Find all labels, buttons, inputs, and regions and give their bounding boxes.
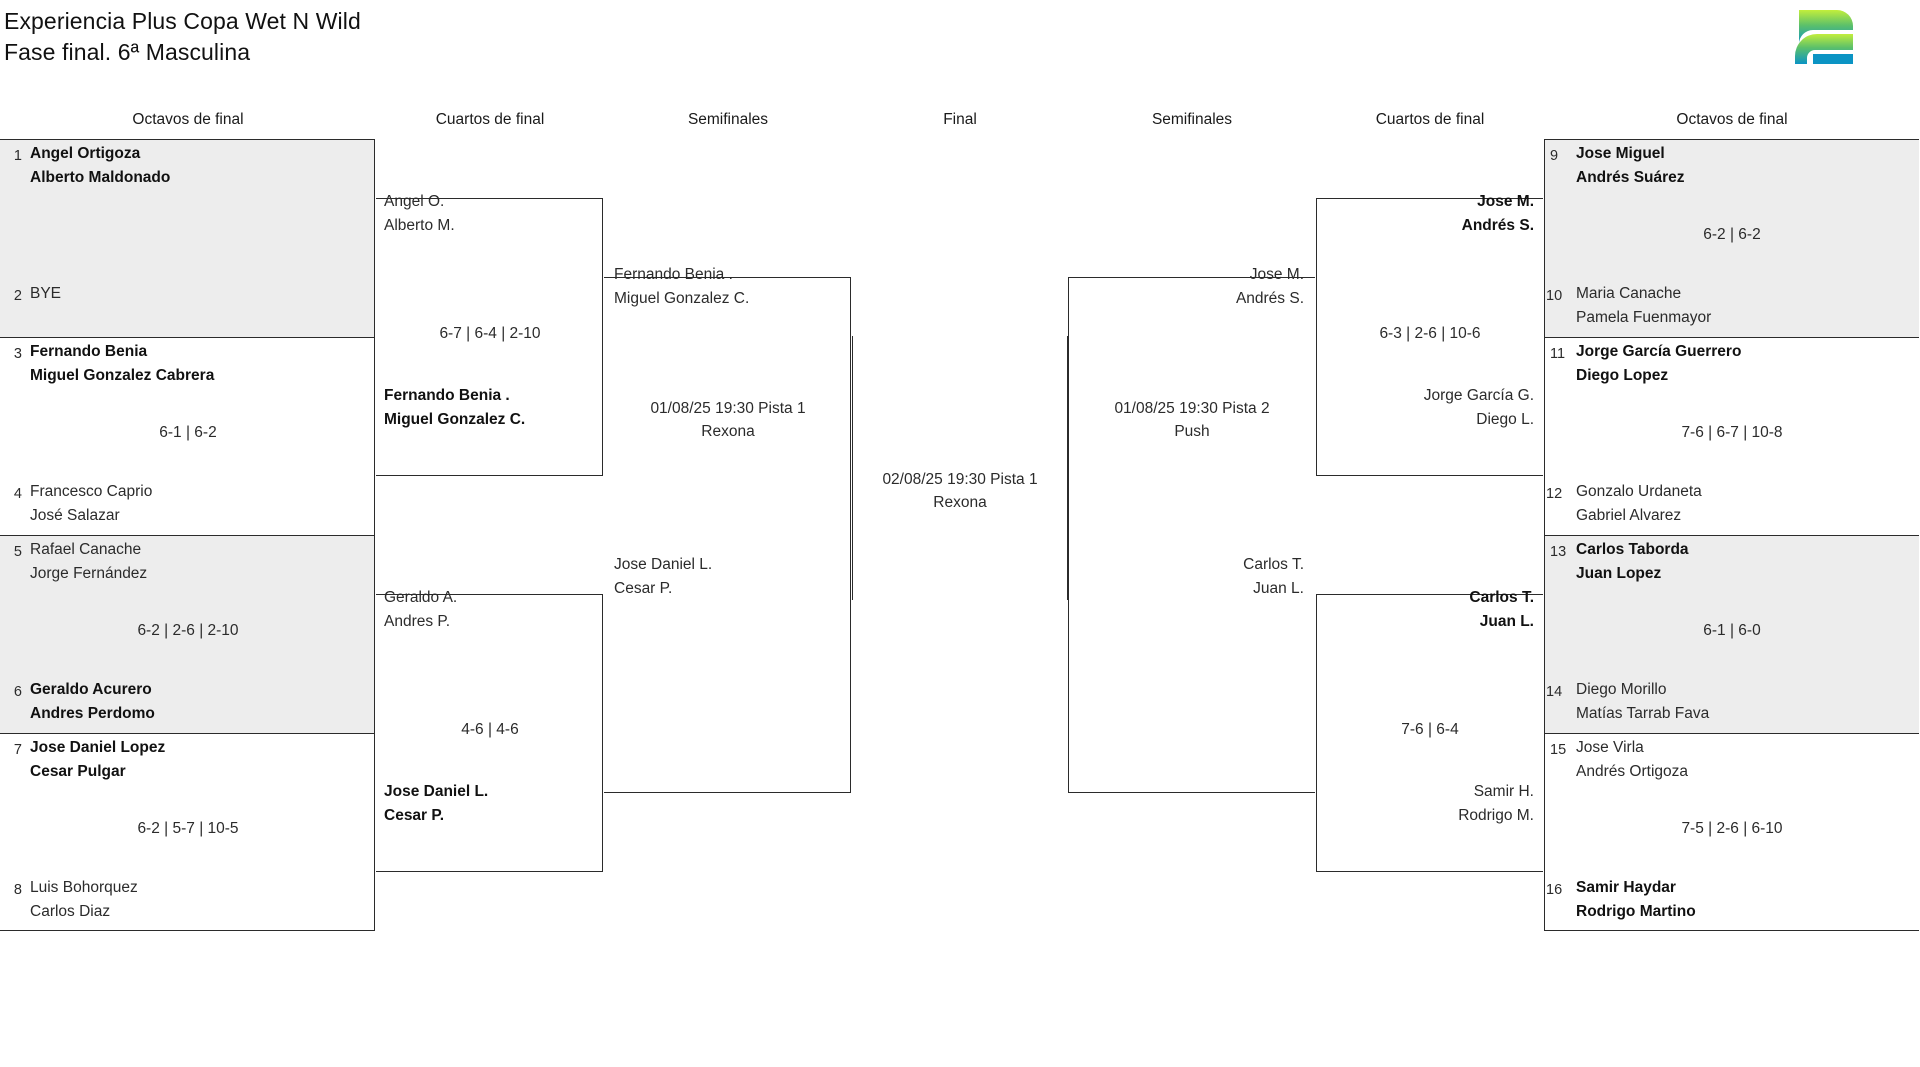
match-box xyxy=(1544,733,1919,931)
seed-number: 10 xyxy=(1546,288,1563,304)
round-label-final: Final xyxy=(943,111,977,128)
seed-number: 4 xyxy=(13,486,22,502)
player-pair: Jose M.Andrés S. xyxy=(1461,193,1534,234)
title-line-2: Fase final. 6ª Masculina xyxy=(4,39,251,65)
seed-number: 2 xyxy=(13,288,22,304)
round-label-cuartos-left: Cuartos de final xyxy=(435,111,545,128)
player-pair: Carlos T.Juan L. xyxy=(1469,589,1534,630)
player-pair: Jose M.Andrés S. xyxy=(1235,266,1304,307)
match-score: 6-1 | 6-0 xyxy=(1703,622,1761,639)
title-line-1: Experiencia Plus Copa Wet N Wild xyxy=(4,8,361,34)
match-box xyxy=(1068,277,1315,793)
match-score: 6-2 | 2-6 | 2-10 xyxy=(137,622,239,639)
match-box xyxy=(376,594,603,872)
seed-number: 15 xyxy=(1550,742,1567,758)
match-score: 6-1 | 6-2 xyxy=(159,424,217,441)
seed-number: 8 xyxy=(13,882,22,898)
player-pair: Samir H.Rodrigo M. xyxy=(1458,783,1534,824)
player-pair: Jose Daniel L.Cesar P. xyxy=(614,556,713,597)
match-score: 4-6 | 4-6 xyxy=(461,721,519,738)
player-pair: Fernando Benia .Miguel Gonzalez C. xyxy=(614,266,750,307)
match-box xyxy=(604,277,851,793)
seed-number: 16 xyxy=(1546,882,1563,898)
player-pair: Jose Daniel L.Cesar P. xyxy=(384,783,489,824)
round-label-semifinales-right: Semifinales xyxy=(1151,111,1233,128)
match-score: 6-7 | 6-4 | 2-10 xyxy=(439,325,541,342)
brand-logo-icon xyxy=(1793,8,1865,66)
match-box xyxy=(0,733,375,931)
match-box xyxy=(0,337,375,535)
player-pair: Fernando Benia .Miguel Gonzalez C. xyxy=(384,387,526,428)
seed-number: 3 xyxy=(13,346,22,362)
seed-number: 9 xyxy=(1550,148,1559,164)
player-pair: BYE xyxy=(30,285,62,302)
player-pair: Angel O.Alberto M. xyxy=(384,193,455,234)
seed-number: 7 xyxy=(13,742,22,758)
player-pair: Carlos T.Juan L. xyxy=(1243,556,1304,597)
match-box xyxy=(1544,535,1919,733)
seed-number: 14 xyxy=(1546,684,1563,700)
seed-number: 1 xyxy=(13,148,22,164)
round-label-cuartos-right: Cuartos de final xyxy=(1375,111,1485,128)
seed-number: 13 xyxy=(1550,544,1567,560)
round-label-octavos-left: Octavos de final xyxy=(132,111,244,128)
match-score: 7-6 | 6-4 xyxy=(1401,721,1459,738)
match-score: 6-2 | 6-2 xyxy=(1703,226,1761,243)
seed-number: 11 xyxy=(1550,346,1566,362)
match-score: 6-3 | 2-6 | 10-6 xyxy=(1379,325,1481,342)
round-label-semifinales-left: Semifinales xyxy=(687,111,769,128)
seed-number: 6 xyxy=(13,684,22,700)
final-connector-left xyxy=(852,336,853,600)
player-pair: Jorge García G.Diego L. xyxy=(1423,387,1534,428)
player-pair: Geraldo A.Andres P. xyxy=(384,589,458,630)
page-title: Experiencia Plus Copa Wet N Wild Fase fi… xyxy=(4,6,361,68)
match-box xyxy=(376,198,603,476)
final-connector-right xyxy=(1067,336,1068,600)
match-score: 7-6 | 6-7 | 10-8 xyxy=(1681,424,1783,441)
match-box xyxy=(1544,337,1919,535)
match-box xyxy=(0,139,375,337)
match-box xyxy=(0,535,375,733)
match-score: 6-2 | 5-7 | 10-5 xyxy=(137,820,239,837)
match-box xyxy=(1544,139,1919,337)
round-label-octavos-right: Octavos de final xyxy=(1676,111,1788,128)
match-box xyxy=(1316,594,1543,872)
match-box xyxy=(1316,198,1543,476)
page-header: Experiencia Plus Copa Wet N Wild Fase fi… xyxy=(0,0,1920,105)
seed-number: 5 xyxy=(13,544,22,560)
match-score: 7-5 | 2-6 | 6-10 xyxy=(1681,820,1783,837)
seed-number: 12 xyxy=(1546,486,1563,502)
